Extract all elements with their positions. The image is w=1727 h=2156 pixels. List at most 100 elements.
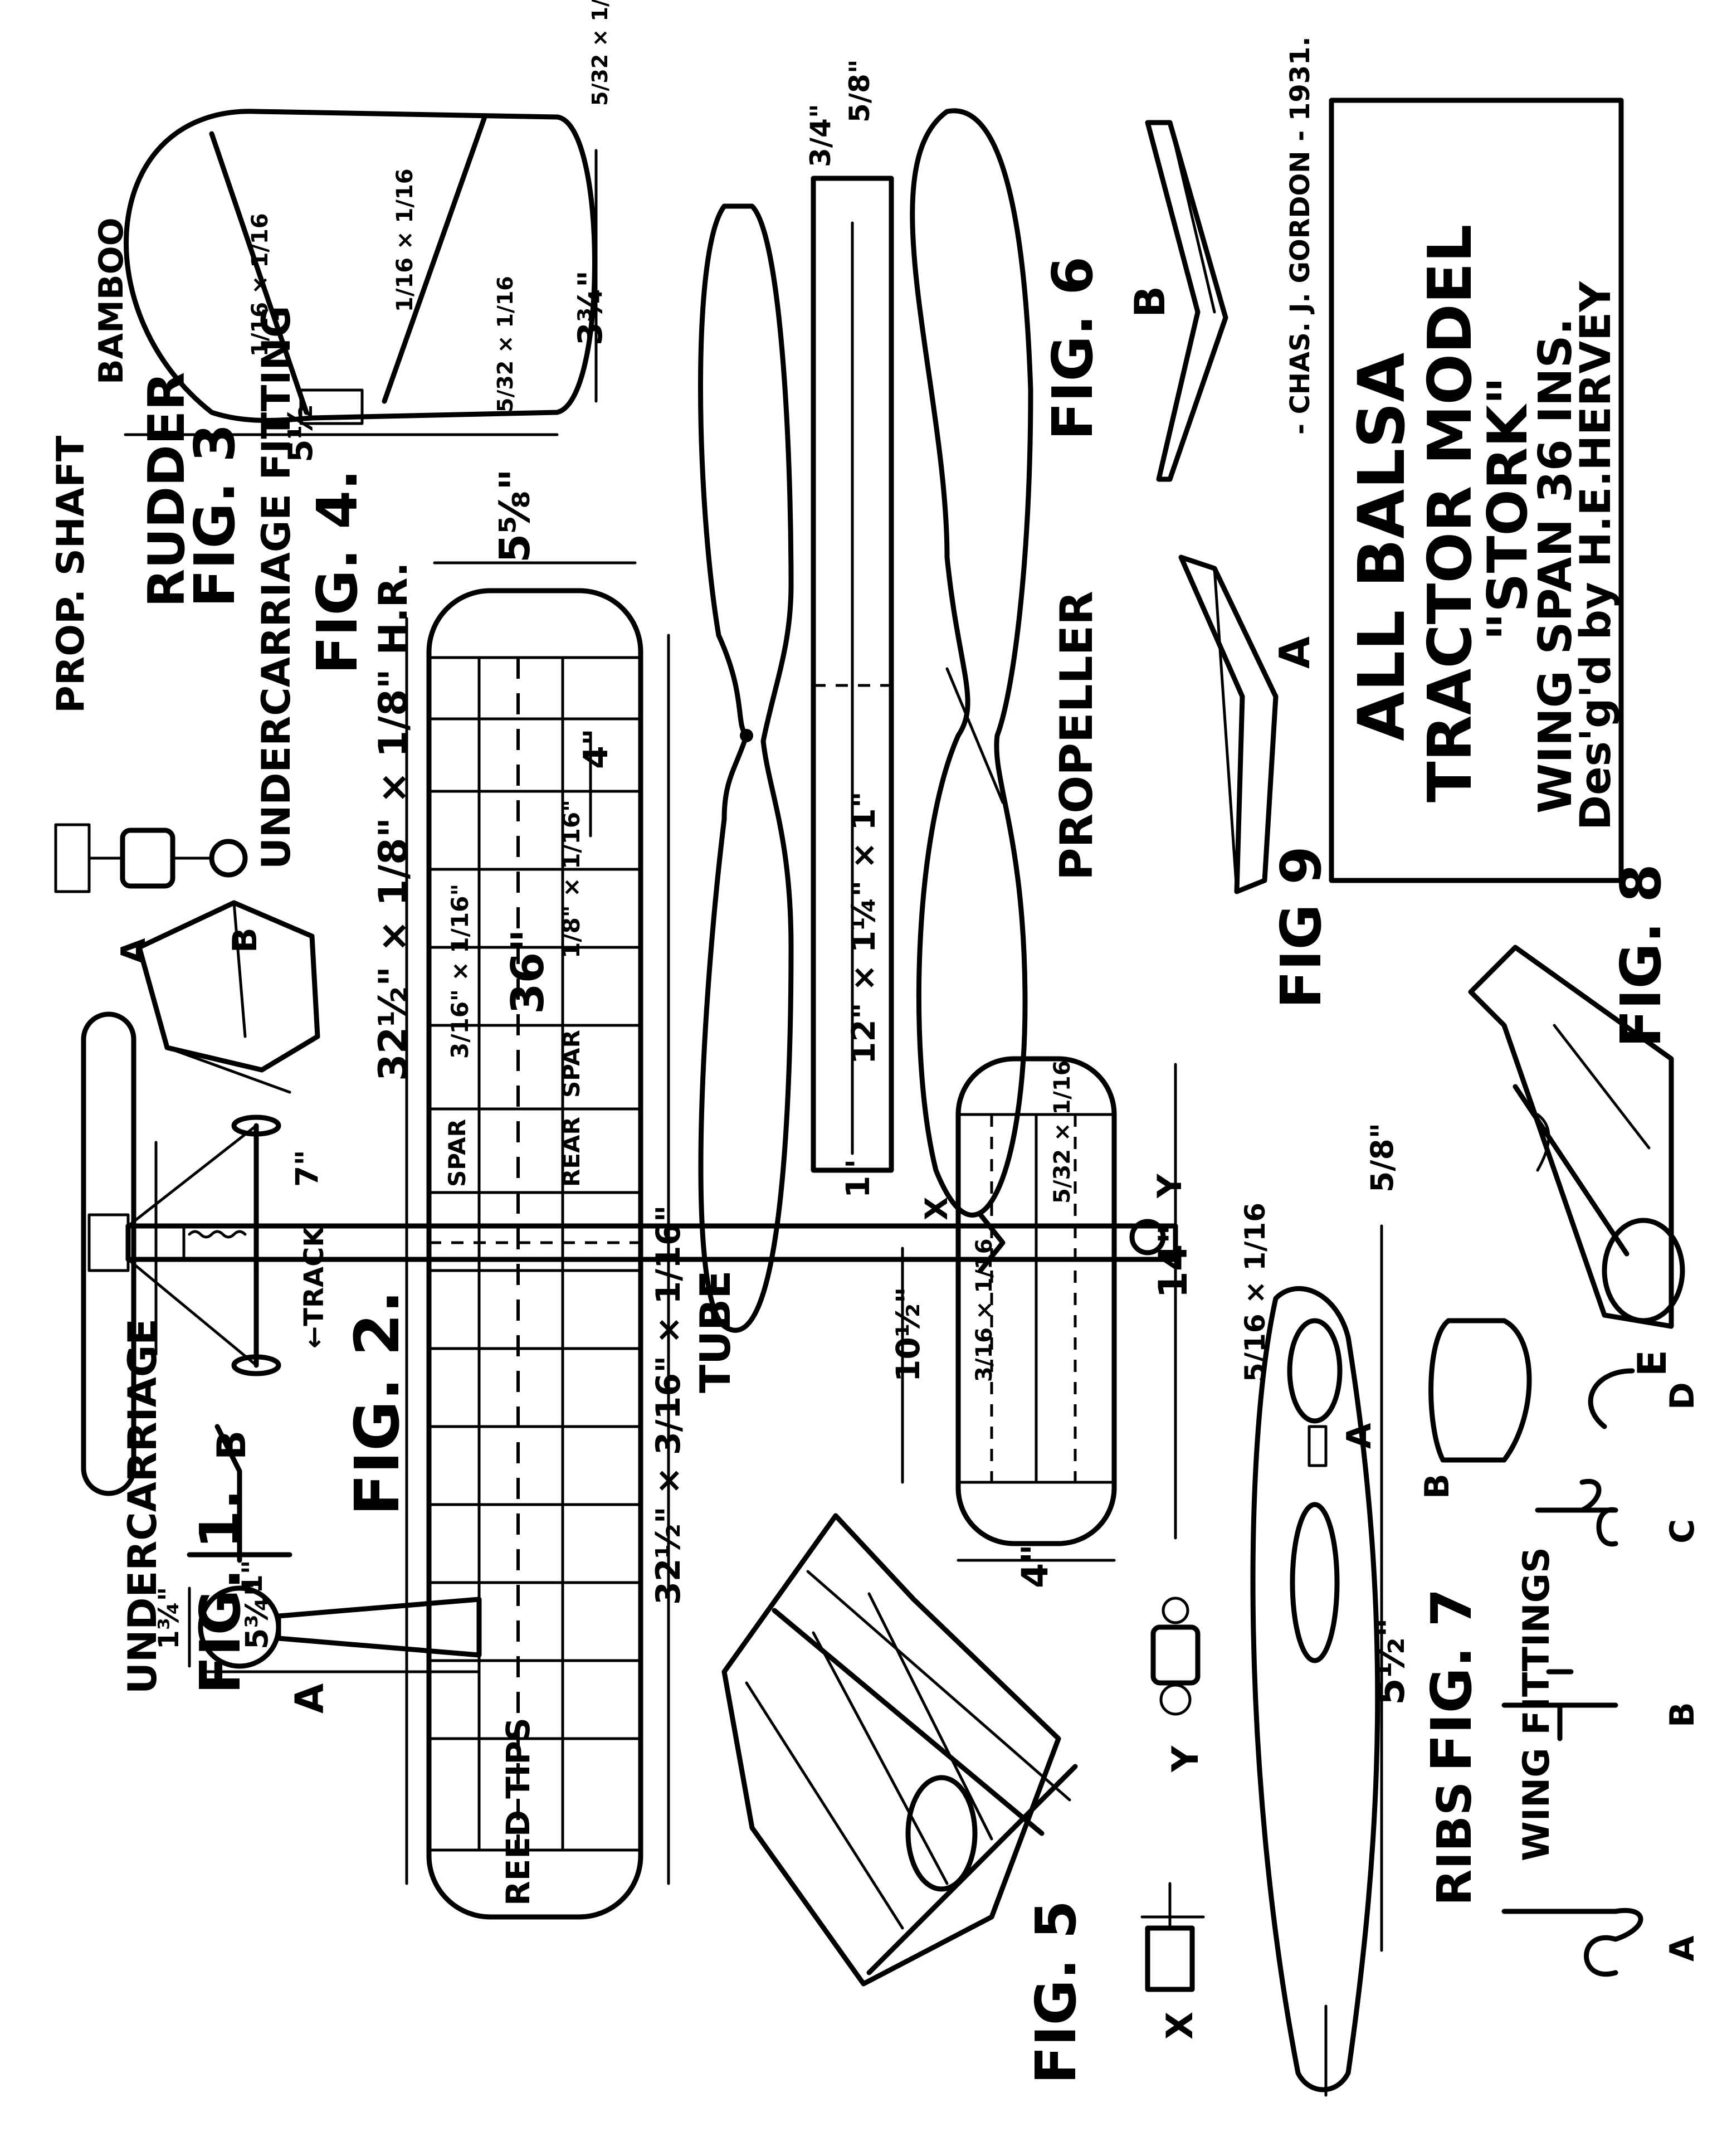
fig1-b-fitting (187, 1424, 292, 1563)
label-d-fitting: D (1663, 1382, 1702, 1410)
rear-spar-label: SPAR (558, 1030, 585, 1098)
fig6-label: FIG. 6 (1040, 256, 1105, 440)
dim-5-5-8: 5⅝" (490, 469, 539, 563)
wing-fittings-label: WING FITTINGS (1516, 1547, 1558, 1861)
dim-10-1-2: 10½" (889, 1287, 927, 1382)
section-3-16: 3/16" × 1/16" (446, 884, 474, 1059)
fig3-label: FIG. 3 (182, 424, 247, 607)
propeller-front (910, 108, 1033, 1218)
track-label: ←TRACK (299, 1225, 330, 1349)
dim-5-8: 5/8" (1364, 1123, 1400, 1193)
label-a-fig9: A (1270, 636, 1319, 669)
stabilizer-outline (955, 1056, 1117, 1546)
stabilizer (901, 1056, 1177, 1562)
title-line-4: WING SPAN 36 INS. (1529, 318, 1582, 814)
dim-5-8-prop: 5/8" (843, 59, 876, 123)
title-box-frame (1329, 98, 1624, 883)
wing-ribs (427, 717, 642, 1740)
prop-shaft-label: PROP. SHAFT (49, 435, 93, 713)
rudder-section-top: 5/32 × 1/16 (588, 0, 612, 106)
title-line-3: "STORK" (1476, 377, 1540, 641)
fig5-label: FIG. 5 (1023, 1900, 1089, 2084)
label-b-fig9: B (1125, 286, 1174, 318)
dim-4-stab: 4" (1014, 1544, 1056, 1588)
fig7-ribs (1250, 1224, 1643, 2097)
undercarriage-title: UNDERCARRIAGE (120, 1318, 165, 1694)
bracket-a (1178, 554, 1279, 894)
dim-1-prop: 1" (839, 1159, 877, 1198)
dim-5-1-2-rudder: 5½ (281, 405, 320, 463)
rubber-motor (188, 1230, 247, 1239)
propeller-blank (811, 176, 894, 1173)
fig4-undercarriage-fitting (54, 823, 320, 1094)
wing-fitting-d (1588, 1368, 1635, 1429)
ribs-label: RIBS (1427, 1782, 1482, 1906)
dim-3-4-prop: 3/4" (804, 104, 837, 167)
wing-outline (426, 588, 643, 1920)
rudder-section-a: 1/16 × 1/16 (247, 213, 273, 357)
rudder-label: RUDDER (138, 372, 196, 607)
spar-label-front: SPAR (443, 1119, 471, 1187)
fig9-label: FIG 9 (1269, 846, 1334, 1009)
stab-section-2: 5/32 × 1/16 (1050, 1060, 1075, 1204)
propeller-blade-side (698, 203, 794, 1333)
label-b-rib: B (1418, 1473, 1457, 1499)
rib-a-outline (1250, 1286, 1380, 2092)
undercarriage-legs (126, 1124, 258, 1367)
fig8-tube-fitting (1468, 945, 1685, 1329)
rudder-section-c: 5/32 × 1/16 (493, 276, 518, 412)
dim-32-top: 32½" × 1/8" × 1/8" H.R. (370, 562, 416, 1081)
rib-b-outline (1428, 1318, 1532, 1463)
rib-section: 5/16 × 1/16 (1239, 1203, 1271, 1382)
fig2-label: FIG. 2. (342, 1290, 413, 1516)
dim-5-3-4: 5¾" (239, 1580, 275, 1649)
prop-blade-side (81, 1011, 136, 1496)
label-a-fitting: A (1663, 1935, 1702, 1962)
label-a-fig1: A (287, 1683, 333, 1714)
label-b-fitting: B (1663, 1702, 1702, 1727)
fig6-propeller (698, 108, 1033, 1333)
fig7-label: FIG. 7 (1419, 1588, 1484, 1772)
wing-fitting-a (1501, 1908, 1643, 1977)
xy-fittings (1140, 1597, 1205, 1992)
fig5-wing-structure (721, 1513, 1078, 1987)
label-e: E (1630, 1350, 1675, 1376)
rudder-outline (124, 109, 597, 423)
undercarriage-leg (276, 1597, 482, 1658)
dim-14: 14" (1150, 1224, 1196, 1298)
label-b-fig4: B (226, 927, 265, 953)
label-y-stab: Y (1150, 1173, 1189, 1199)
title-line-5: Des'g'd by H.E.HERVEY (1570, 281, 1620, 830)
wing-structure-outline (721, 1513, 1061, 1987)
signature: - CHAS. J. GORDON - 1931. (1285, 36, 1316, 435)
dim-32-bot: 32½" × 3/16" × 1/16" (649, 1205, 688, 1605)
label-y: Y (1165, 1745, 1207, 1773)
label-x: X (1159, 2012, 1201, 2040)
title-box (1329, 98, 1624, 883)
dim-5-1-2-rib: 5½" (1368, 1617, 1413, 1705)
fig9-brackets (1145, 120, 1279, 894)
stab-section: 3/16 × 1/16 (972, 1238, 997, 1382)
fig8-label: FIG. 8 (1608, 864, 1674, 1048)
bamboo-label: BAMBOO (92, 217, 131, 385)
propeller-label: PROPELLER (1051, 591, 1102, 880)
dim-12: 12" × 1¼" × 1" (845, 791, 882, 1064)
undercarriage-fitting-label: UNDERCARRIAGE FITTING (253, 305, 299, 869)
rudder-section-b: 1/16 × 1/16 (392, 168, 418, 312)
dim-4: 4" (577, 728, 616, 769)
section-1-8: 1/8" × 1/16" (558, 800, 585, 958)
wing-fitting-b (1501, 1669, 1618, 1741)
title-line-1: ALL BALSA (1345, 353, 1419, 741)
rib-a-hole-2 (1290, 1502, 1340, 1663)
fig4-label: FIG. 4. (305, 469, 370, 674)
rear-label: REAR (558, 1117, 585, 1187)
label-a-fig4: A (114, 938, 153, 964)
fig8-tube (1468, 945, 1674, 1329)
fuselage-tube (81, 1011, 1178, 1496)
title-line-2: TRACTOR MODEL (1416, 225, 1485, 802)
dim-7: 7" (289, 1150, 325, 1187)
dim-1: 1" (236, 1560, 269, 1594)
label-c-fitting: C (1663, 1519, 1702, 1544)
